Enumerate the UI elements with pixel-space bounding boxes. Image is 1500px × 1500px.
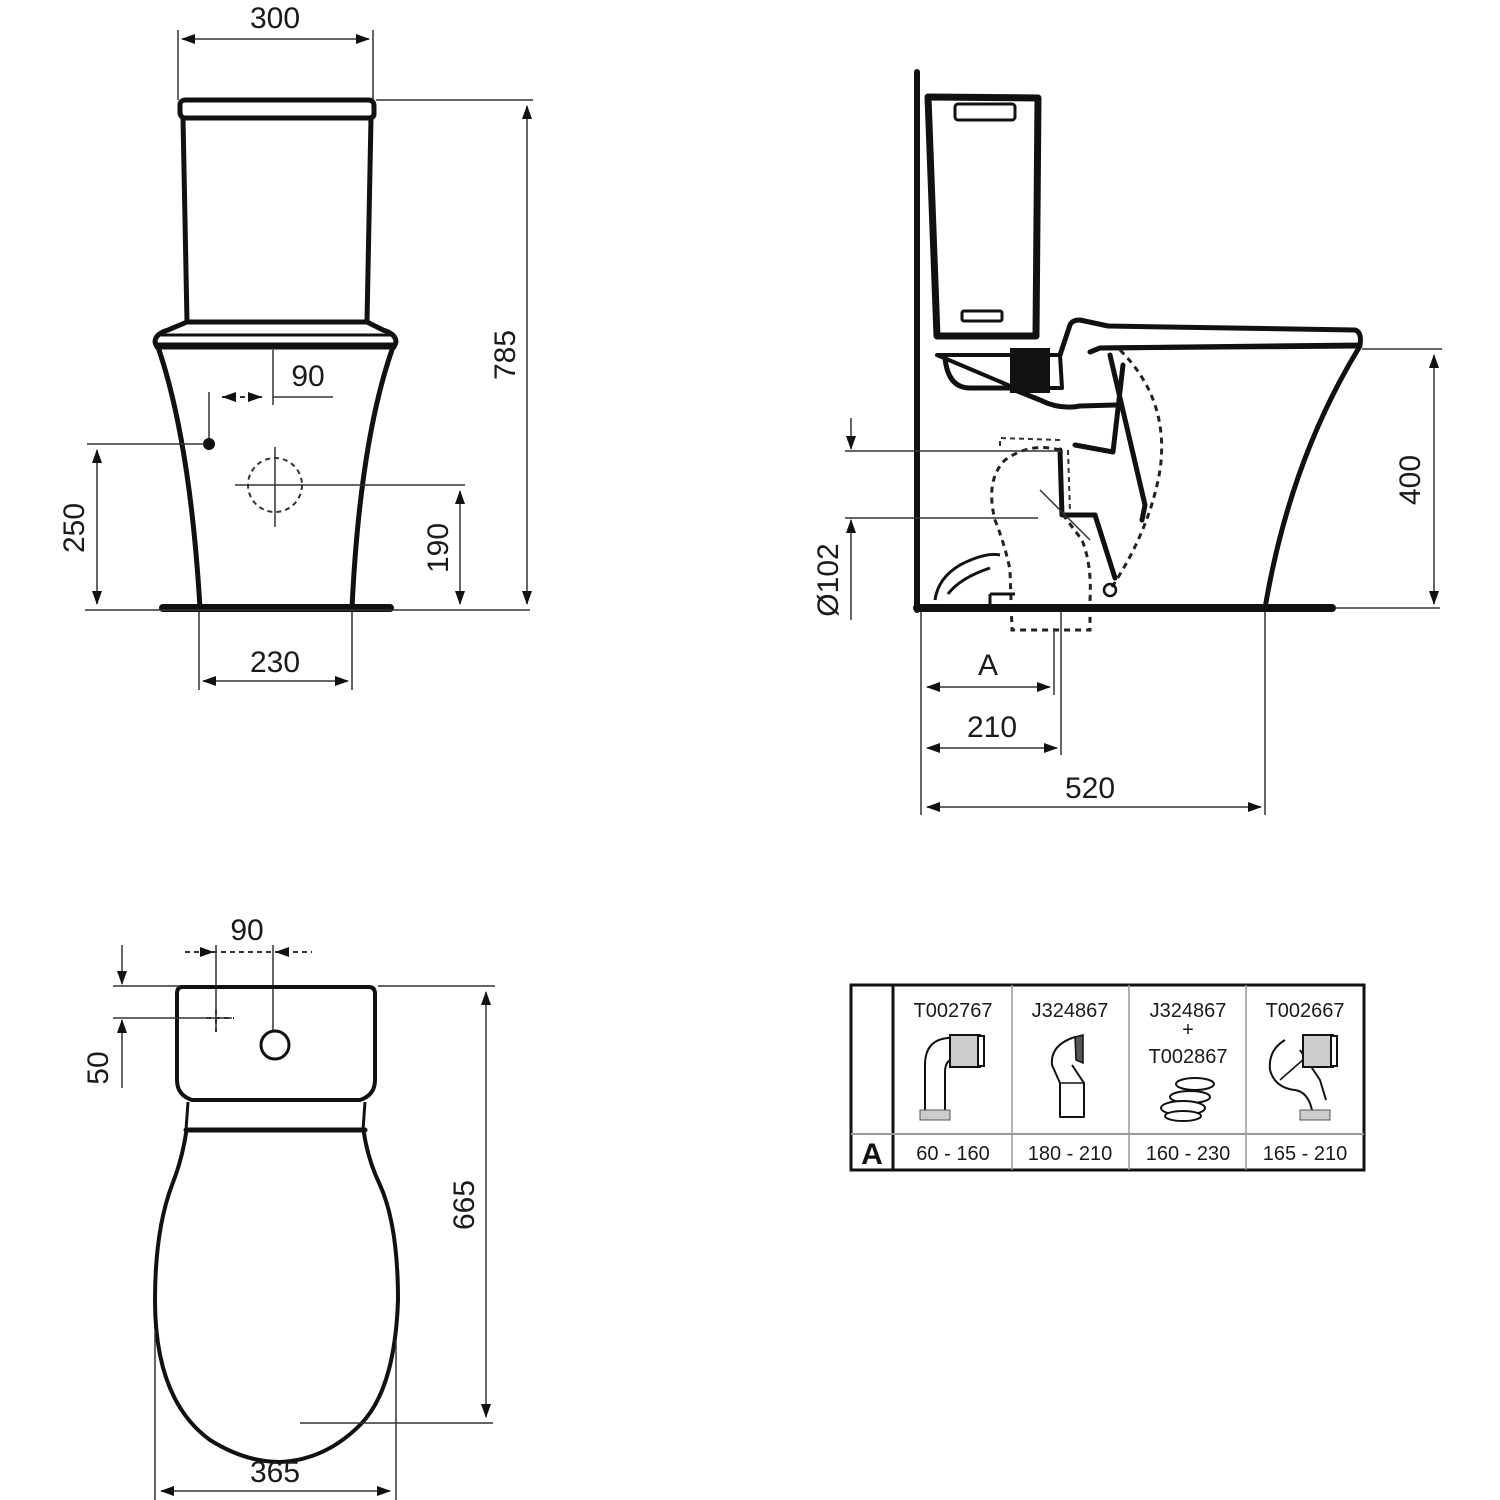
dim-width: 365: [250, 1456, 300, 1489]
dim-A-label: A: [978, 649, 998, 682]
range-value: 165 - 210: [1263, 1143, 1348, 1165]
dim-top-inlet-offset: 90: [230, 914, 263, 947]
part-number-2: T002867: [1149, 1046, 1228, 1068]
pan-connector-seal-icon: [1160, 1077, 1215, 1122]
dim-outlet-height: 190: [422, 523, 455, 573]
dim-inlet-from-back: 50: [82, 1051, 115, 1084]
dim-top-width: 300: [250, 2, 300, 35]
dim-base-width: 230: [250, 646, 300, 679]
elbow-pan-connector-icon: [919, 1034, 985, 1121]
range-value: 60 - 160: [916, 1143, 989, 1165]
dim-total-height: 785: [489, 330, 522, 380]
range-value: 160 - 230: [1146, 1143, 1231, 1165]
range-value: 180 - 210: [1028, 1143, 1113, 1165]
front-view: 300 90 250 190: [58, 2, 533, 690]
part-number: T002767: [914, 1000, 993, 1022]
part-number: T002667: [1266, 1000, 1345, 1022]
offset-pan-connector-icon: [1050, 1034, 1085, 1118]
dim-inlet-height: 250: [58, 503, 91, 553]
dim-seat-height: 400: [1394, 455, 1427, 505]
dim-total-depth: 520: [1065, 772, 1115, 805]
dim-outlet-diameter: Ø102: [812, 543, 845, 616]
plus-sign: +: [1182, 1019, 1194, 1041]
dim-outlet-to-wall: 210: [967, 711, 1017, 744]
dim-inlet-offset: 90: [291, 360, 324, 393]
dim-total-length: 665: [448, 1180, 481, 1230]
part-number: J324867: [1150, 1000, 1227, 1022]
table-row-label: A: [861, 1138, 883, 1171]
top-view: 90 50 665 365: [82, 914, 495, 1500]
s-trap-pan-connector-icon: [1268, 1034, 1338, 1121]
connector-table: A T002767 60 - 160 J324867 180 - 210 J32…: [849, 983, 1366, 1172]
part-number: J324867: [1032, 1000, 1109, 1022]
side-view: Ø102 400 A 210 520: [812, 69, 1442, 815]
